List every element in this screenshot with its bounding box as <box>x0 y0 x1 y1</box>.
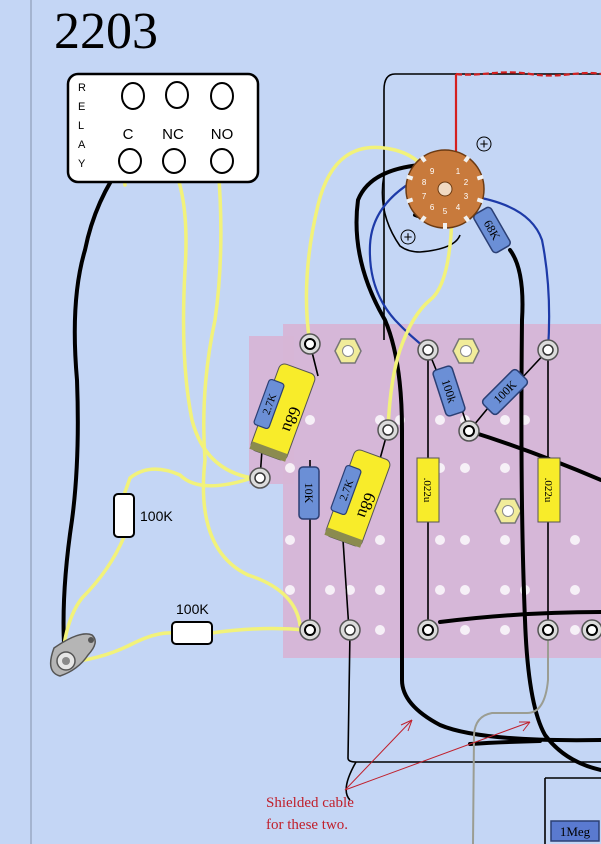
relay-terminal-c <box>118 148 142 174</box>
relay-terminal-label: C <box>123 126 134 143</box>
potentiometer-1meg: 1Meg <box>550 820 600 842</box>
gray-wire <box>472 630 549 844</box>
resistor-68k: 68K <box>473 206 511 254</box>
capacitor-022u: .022u <box>416 457 440 523</box>
resistor-100k-bottom: 100K <box>171 601 213 645</box>
tube-pin-number: 3 <box>464 192 469 201</box>
tube-pin-lug <box>419 155 427 163</box>
annotation-line-2: for these two. <box>266 817 348 833</box>
polarity-mark-ring <box>400 229 416 245</box>
turret <box>581 619 601 641</box>
resistor-label: 100K <box>176 601 209 617</box>
capacitor-022u: .022u <box>537 457 561 523</box>
turret <box>299 619 321 641</box>
resistor-label: 100K <box>140 508 173 524</box>
polarity-mark: + <box>480 136 489 153</box>
turret <box>537 619 559 641</box>
hex-nut <box>334 338 362 364</box>
tube-pin-lug <box>476 197 484 204</box>
relay-coil-pin <box>165 81 189 109</box>
tube-pin-number: 4 <box>456 203 461 212</box>
relay-letter: A <box>78 139 86 151</box>
electrolytic-capacitor-b: 68u <box>324 449 391 548</box>
tube-pin-number: 6 <box>430 203 435 212</box>
tube-pin-number: 1 <box>456 167 461 176</box>
tube-pin-lug <box>463 155 471 163</box>
capacitor-label: .022u <box>542 478 554 503</box>
relay-letter: E <box>78 101 85 113</box>
annotation-line-1: Shielded cable <box>266 795 354 811</box>
tube-pin-lug <box>419 215 427 223</box>
resistor-2-7k-b: 2.7K <box>330 464 362 516</box>
tube-pin-lug <box>476 174 484 181</box>
resistor-100k-diagonal: 100k <box>432 365 466 417</box>
relay-letter: Y <box>78 158 86 170</box>
tube-pin-number: 7 <box>422 192 427 201</box>
tube-pin-lug <box>463 215 471 223</box>
capacitor-label: .022u <box>421 478 433 503</box>
tube-pin-lug <box>406 174 414 181</box>
diagram-title: 2203 <box>54 3 158 60</box>
annotation-arrows <box>344 719 531 791</box>
hex-nut <box>452 338 480 364</box>
polarity-mark: + <box>404 229 413 246</box>
turret <box>377 419 399 441</box>
turret <box>249 467 271 489</box>
polarity-mark-ring <box>476 136 492 152</box>
tube-pin-number: 2 <box>464 178 469 187</box>
thick-black-wires <box>61 158 601 772</box>
turret <box>299 333 321 355</box>
relay-terminal-label: NO <box>211 126 234 143</box>
relay-coil-pin <box>121 82 145 110</box>
relay-letter: R <box>78 82 86 94</box>
hex-nut <box>494 498 522 524</box>
resistor-100k-left: 100K <box>113 493 173 538</box>
relay: R E L A Y C NC NO <box>66 72 260 184</box>
turret <box>537 339 559 361</box>
resistor-label: 10K <box>302 483 316 504</box>
tube-pin-number: 8 <box>422 178 427 187</box>
relay-terminal-label: NC <box>162 126 184 143</box>
red-wire <box>455 71 601 77</box>
resistor-10k: 10K <box>298 466 320 520</box>
turret <box>417 339 439 361</box>
relay-terminal-nc <box>162 148 186 174</box>
turret <box>339 619 361 641</box>
tube-pin-number: 5 <box>443 207 448 216</box>
tube-pin-number: 9 <box>430 167 435 176</box>
turret <box>458 420 480 442</box>
pot-label: 1Meg <box>560 824 591 839</box>
relay-body <box>66 72 260 184</box>
turret <box>417 619 439 641</box>
ground-lug <box>49 633 96 677</box>
relay-terminal-no <box>210 148 234 174</box>
relay-coil-pin <box>210 82 234 110</box>
resistor-2-7k-a: 2.7K <box>253 378 285 430</box>
relay-letter: L <box>78 120 84 132</box>
tube-pin-lug <box>406 197 414 204</box>
